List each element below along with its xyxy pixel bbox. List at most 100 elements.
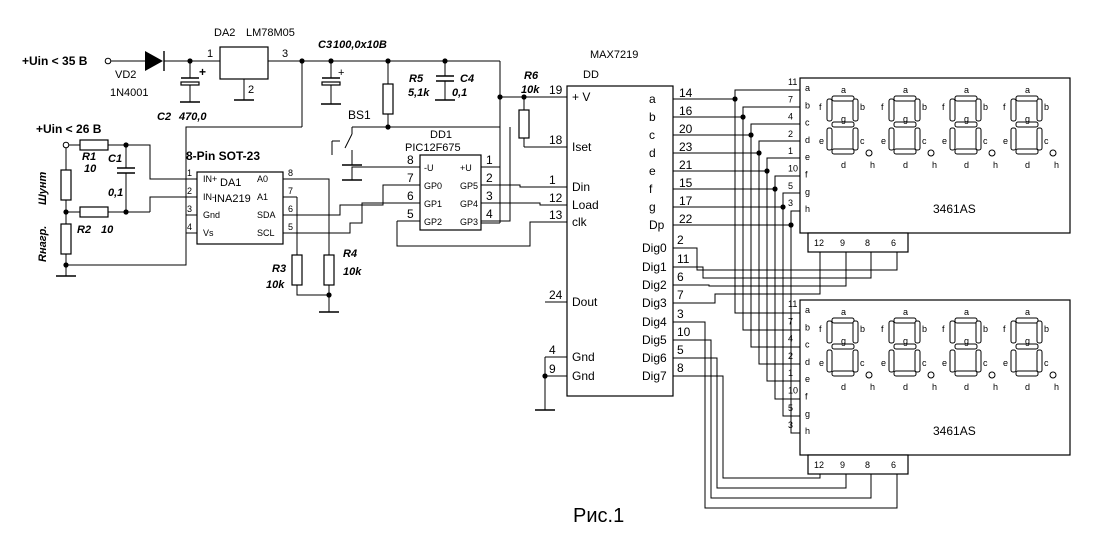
digit-seg-letter: d xyxy=(964,382,969,392)
da1-label: DA1 xyxy=(220,177,241,189)
vd2-part-label: 1N4001 xyxy=(110,87,149,99)
ic-dd1 xyxy=(419,154,482,231)
dd-pin-number: 18 xyxy=(549,133,563,147)
da1-part-label: INA219 xyxy=(214,193,251,205)
wire xyxy=(283,178,330,255)
digit-seg-letter: c xyxy=(983,358,988,368)
segment xyxy=(1010,98,1017,122)
segment xyxy=(893,95,917,102)
dd-pin-number: 1 xyxy=(549,173,556,187)
resistor-r1 xyxy=(79,139,109,151)
digit-seg-letter: b xyxy=(922,324,927,334)
digit-seg-letter: b xyxy=(860,102,865,112)
digit-seg-letter: f xyxy=(942,102,945,112)
dd-pin-name: Iset xyxy=(572,140,592,154)
resistor-r6 xyxy=(518,109,530,139)
segment xyxy=(954,343,978,350)
digit-seg-letter: g xyxy=(964,336,969,346)
wire xyxy=(750,135,800,348)
segment xyxy=(1036,127,1043,151)
resistor-shunt xyxy=(60,169,72,201)
dd-pin-number: 11 xyxy=(677,252,690,266)
digit-seg-letter: d xyxy=(1025,160,1030,170)
display-seg-pin: 1 xyxy=(788,146,793,156)
wire xyxy=(481,184,567,188)
dd-name-label: DD xyxy=(583,69,599,81)
digit-seg-letter: c xyxy=(1044,358,1049,368)
r5-label: R5 xyxy=(409,73,424,85)
segment xyxy=(826,320,833,344)
da1-pin-name: Gnd xyxy=(203,210,220,220)
display-seg-letter: a xyxy=(805,305,810,315)
digit-seg-letter: b xyxy=(860,324,865,334)
dd-pin-name: clk xyxy=(572,215,588,229)
dd1-part-label: PIC12F675 xyxy=(405,142,461,154)
wire xyxy=(742,106,800,117)
seven-segment-digit xyxy=(1010,95,1057,157)
c2-plus: + xyxy=(199,65,206,79)
da1-pin-number: 7 xyxy=(288,186,293,196)
display-digit-pin: 12 xyxy=(814,460,824,470)
digit-seg-letter: e xyxy=(819,358,824,368)
seven-segment-digit xyxy=(888,95,935,157)
dd1-pin-number: 3 xyxy=(486,189,493,203)
dd-pin-name: Dig3 xyxy=(642,296,667,310)
digit-seg-letter: a xyxy=(841,307,846,317)
c3-label: C3 xyxy=(318,39,332,51)
wire xyxy=(690,252,847,287)
da1-pin-number: 6 xyxy=(288,204,293,214)
display-seg-letter: e xyxy=(805,152,810,162)
da1-pin-number: 2 xyxy=(187,186,192,196)
digit-seg-letter: d xyxy=(903,382,908,392)
seven-segment-digit xyxy=(949,317,996,379)
wire xyxy=(750,123,800,135)
wiring xyxy=(56,51,898,509)
wire xyxy=(296,285,329,296)
display-digit-pin: 9 xyxy=(840,460,845,470)
wire xyxy=(690,357,847,489)
dd-pin-number: 23 xyxy=(679,140,693,154)
da1-pin-number: 4 xyxy=(187,222,192,232)
wire xyxy=(283,184,397,216)
dd-pin-number: 19 xyxy=(549,83,563,97)
digit-seg-letter: e xyxy=(1003,136,1008,146)
digit-seg-letter: a xyxy=(964,85,969,95)
wire xyxy=(126,144,197,180)
digit-seg-letter: d xyxy=(841,160,846,170)
dd-pin-number: 22 xyxy=(679,212,693,226)
display-seg-letter: f xyxy=(805,170,808,180)
display-seg-letter: b xyxy=(805,100,810,110)
wire xyxy=(774,189,800,400)
seven-segment-digit xyxy=(888,317,935,379)
seven-segment-digit xyxy=(826,317,873,379)
r3-label: R3 xyxy=(272,263,286,275)
segment xyxy=(975,320,982,344)
bs1-label: BS1 xyxy=(348,108,371,122)
display-seg-letter: a xyxy=(805,83,810,93)
display-seg-pin: 3 xyxy=(788,198,793,208)
digit-seg-letter: f xyxy=(1003,324,1006,334)
digit-seg-letter: e xyxy=(881,358,886,368)
da1-pin-name: Vs xyxy=(203,228,214,238)
display-seg-pin: 5 xyxy=(788,181,793,191)
c3-plus: + xyxy=(338,67,344,79)
input-voltage-label: +Uin < 26 В xyxy=(36,122,102,136)
segment xyxy=(949,98,956,122)
wire xyxy=(66,126,302,266)
da1-pin-name: SDA xyxy=(257,210,276,220)
dd-pin-name: f xyxy=(649,182,653,196)
wire xyxy=(690,252,872,279)
digit-seg-letter: d xyxy=(841,382,846,392)
display-seg-letter: f xyxy=(805,392,808,402)
c2-label: C2 xyxy=(157,111,171,123)
dd1-pin-name: GP4 xyxy=(460,199,478,209)
seven-segment-digit xyxy=(826,95,873,157)
wire xyxy=(734,99,800,314)
decimal-point xyxy=(988,371,996,379)
segment xyxy=(1036,98,1043,122)
dd-pin-number: 5 xyxy=(677,343,684,357)
dd1-pin-name: GP1 xyxy=(424,199,442,209)
c2-value: 470,0 xyxy=(178,111,207,123)
